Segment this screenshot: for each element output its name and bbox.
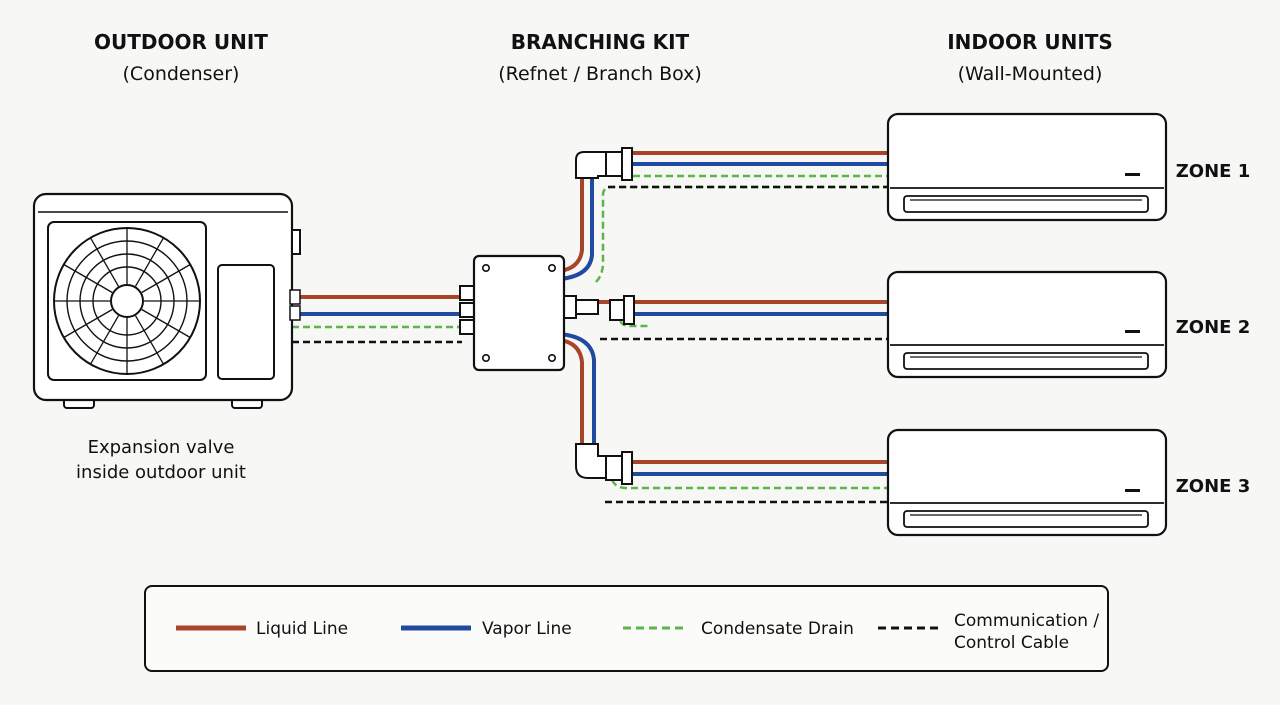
zone3-vapor-riser bbox=[559, 332, 596, 446]
outdoor-unit-service-panel bbox=[217, 264, 275, 380]
zone2-coupling bbox=[609, 299, 625, 321]
indoor-units-title: INDOOR UNITS bbox=[947, 30, 1113, 54]
indoor-unit-2-body bbox=[886, 270, 1168, 379]
zone2-flare-nut bbox=[623, 295, 635, 325]
fan-grille-spoke bbox=[134, 315, 165, 365]
indoor-unit-1-louver bbox=[903, 195, 1149, 213]
fan-grille-spoke bbox=[89, 315, 120, 365]
outdoor-unit bbox=[32, 192, 301, 409]
legend-drain-label: Condensate Drain bbox=[701, 619, 854, 639]
fan-grille-icon bbox=[53, 227, 201, 375]
zone-3-label: ZONE 3 bbox=[1176, 476, 1251, 497]
zone3-flare-nut bbox=[621, 451, 633, 485]
legend-comm-label-line2: Control Cable bbox=[954, 633, 1069, 653]
indoor-unit-3-body bbox=[886, 428, 1168, 537]
branching-kit-title: BRANCHING KIT bbox=[511, 30, 690, 54]
zone1-coupling bbox=[605, 151, 623, 177]
legend-liquid-label: Liquid Line bbox=[256, 619, 348, 639]
branch-zone-3 bbox=[559, 332, 888, 504]
zone3-elbow bbox=[575, 443, 607, 479]
zone2-tee-nut bbox=[575, 299, 599, 315]
zone3-coupling bbox=[605, 455, 623, 481]
main-line-set bbox=[292, 295, 462, 344]
indoor-unit-2-louver bbox=[903, 352, 1149, 370]
zone1-liquid-riser bbox=[559, 175, 584, 273]
indoor-unit-2 bbox=[886, 270, 1168, 379]
legend: Liquid Line Vapor Line Condensate Drain … bbox=[144, 585, 1109, 672]
indoor-unit-1-led bbox=[1125, 173, 1140, 176]
zone-1-label: ZONE 1 bbox=[1176, 161, 1251, 182]
zone3-drain-line bbox=[610, 479, 888, 490]
legend-vapor-label: Vapor Line bbox=[482, 619, 572, 639]
branching-kit-subtitle: (Refnet / Branch Box) bbox=[498, 63, 702, 85]
indoor-unit-1 bbox=[886, 112, 1168, 222]
legend-comm-label-line1: Communication / bbox=[954, 611, 1099, 631]
indoor-unit-2-led bbox=[1125, 330, 1140, 333]
fan-grille-spoke bbox=[89, 237, 120, 287]
branch-zone-2 bbox=[561, 295, 888, 341]
branch-box bbox=[459, 254, 566, 372]
fan-grille-spoke bbox=[141, 308, 191, 339]
indoor-units-subtitle: (Wall-Mounted) bbox=[958, 63, 1103, 85]
branch-box-body bbox=[472, 254, 566, 372]
indoor-unit-1-body bbox=[886, 112, 1168, 222]
fan-grille-spoke bbox=[134, 237, 165, 287]
expansion-valve-note-line1: Expansion valve bbox=[88, 437, 235, 458]
zone2-drain-line bbox=[618, 310, 650, 328]
branch-box-screw bbox=[547, 263, 556, 272]
outdoor-service-ports bbox=[289, 289, 301, 321]
fan-grille-spoke bbox=[63, 263, 113, 294]
zone1-vapor-riser bbox=[559, 175, 594, 281]
outdoor-unit-title: OUTDOOR UNIT bbox=[94, 30, 268, 54]
zone1-drain-riser bbox=[595, 185, 888, 283]
outdoor-unit-subtitle: (Condenser) bbox=[123, 63, 240, 85]
zone1-flare-nut bbox=[621, 147, 633, 181]
zone-2-label: ZONE 2 bbox=[1176, 317, 1251, 338]
indoor-unit-3 bbox=[886, 428, 1168, 537]
fan-hub bbox=[110, 284, 144, 318]
outdoor-unit-side-handle bbox=[291, 229, 301, 255]
indoor-unit-3-led bbox=[1125, 489, 1140, 492]
fan-grille-spoke bbox=[141, 263, 191, 294]
branch-box-screw bbox=[481, 263, 490, 272]
indoor-unit-3-louver bbox=[903, 510, 1149, 528]
branch-zone-1 bbox=[559, 147, 888, 283]
expansion-valve-note-line2: inside outdoor unit bbox=[76, 462, 246, 483]
fan-grille-spoke bbox=[63, 308, 113, 339]
branch-box-screw bbox=[547, 353, 556, 362]
branch-box-screw bbox=[481, 353, 490, 362]
zone1-elbow bbox=[575, 151, 607, 179]
